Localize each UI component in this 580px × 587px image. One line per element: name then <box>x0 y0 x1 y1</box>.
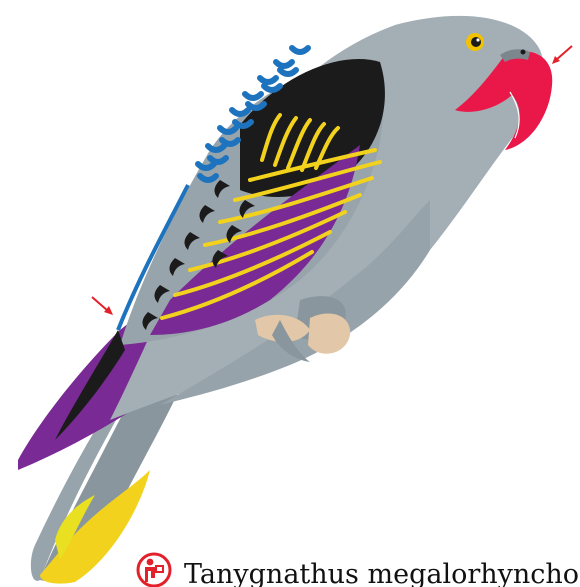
conservation-status-person-icon <box>136 552 172 587</box>
red-arrow-icon <box>92 297 113 315</box>
scientific-name: Tanygnathus megalorhynchos <box>184 559 580 587</box>
species-caption: Tanygnathus megalorhynchos <box>136 548 580 587</box>
red-arrow-icon <box>552 46 572 64</box>
